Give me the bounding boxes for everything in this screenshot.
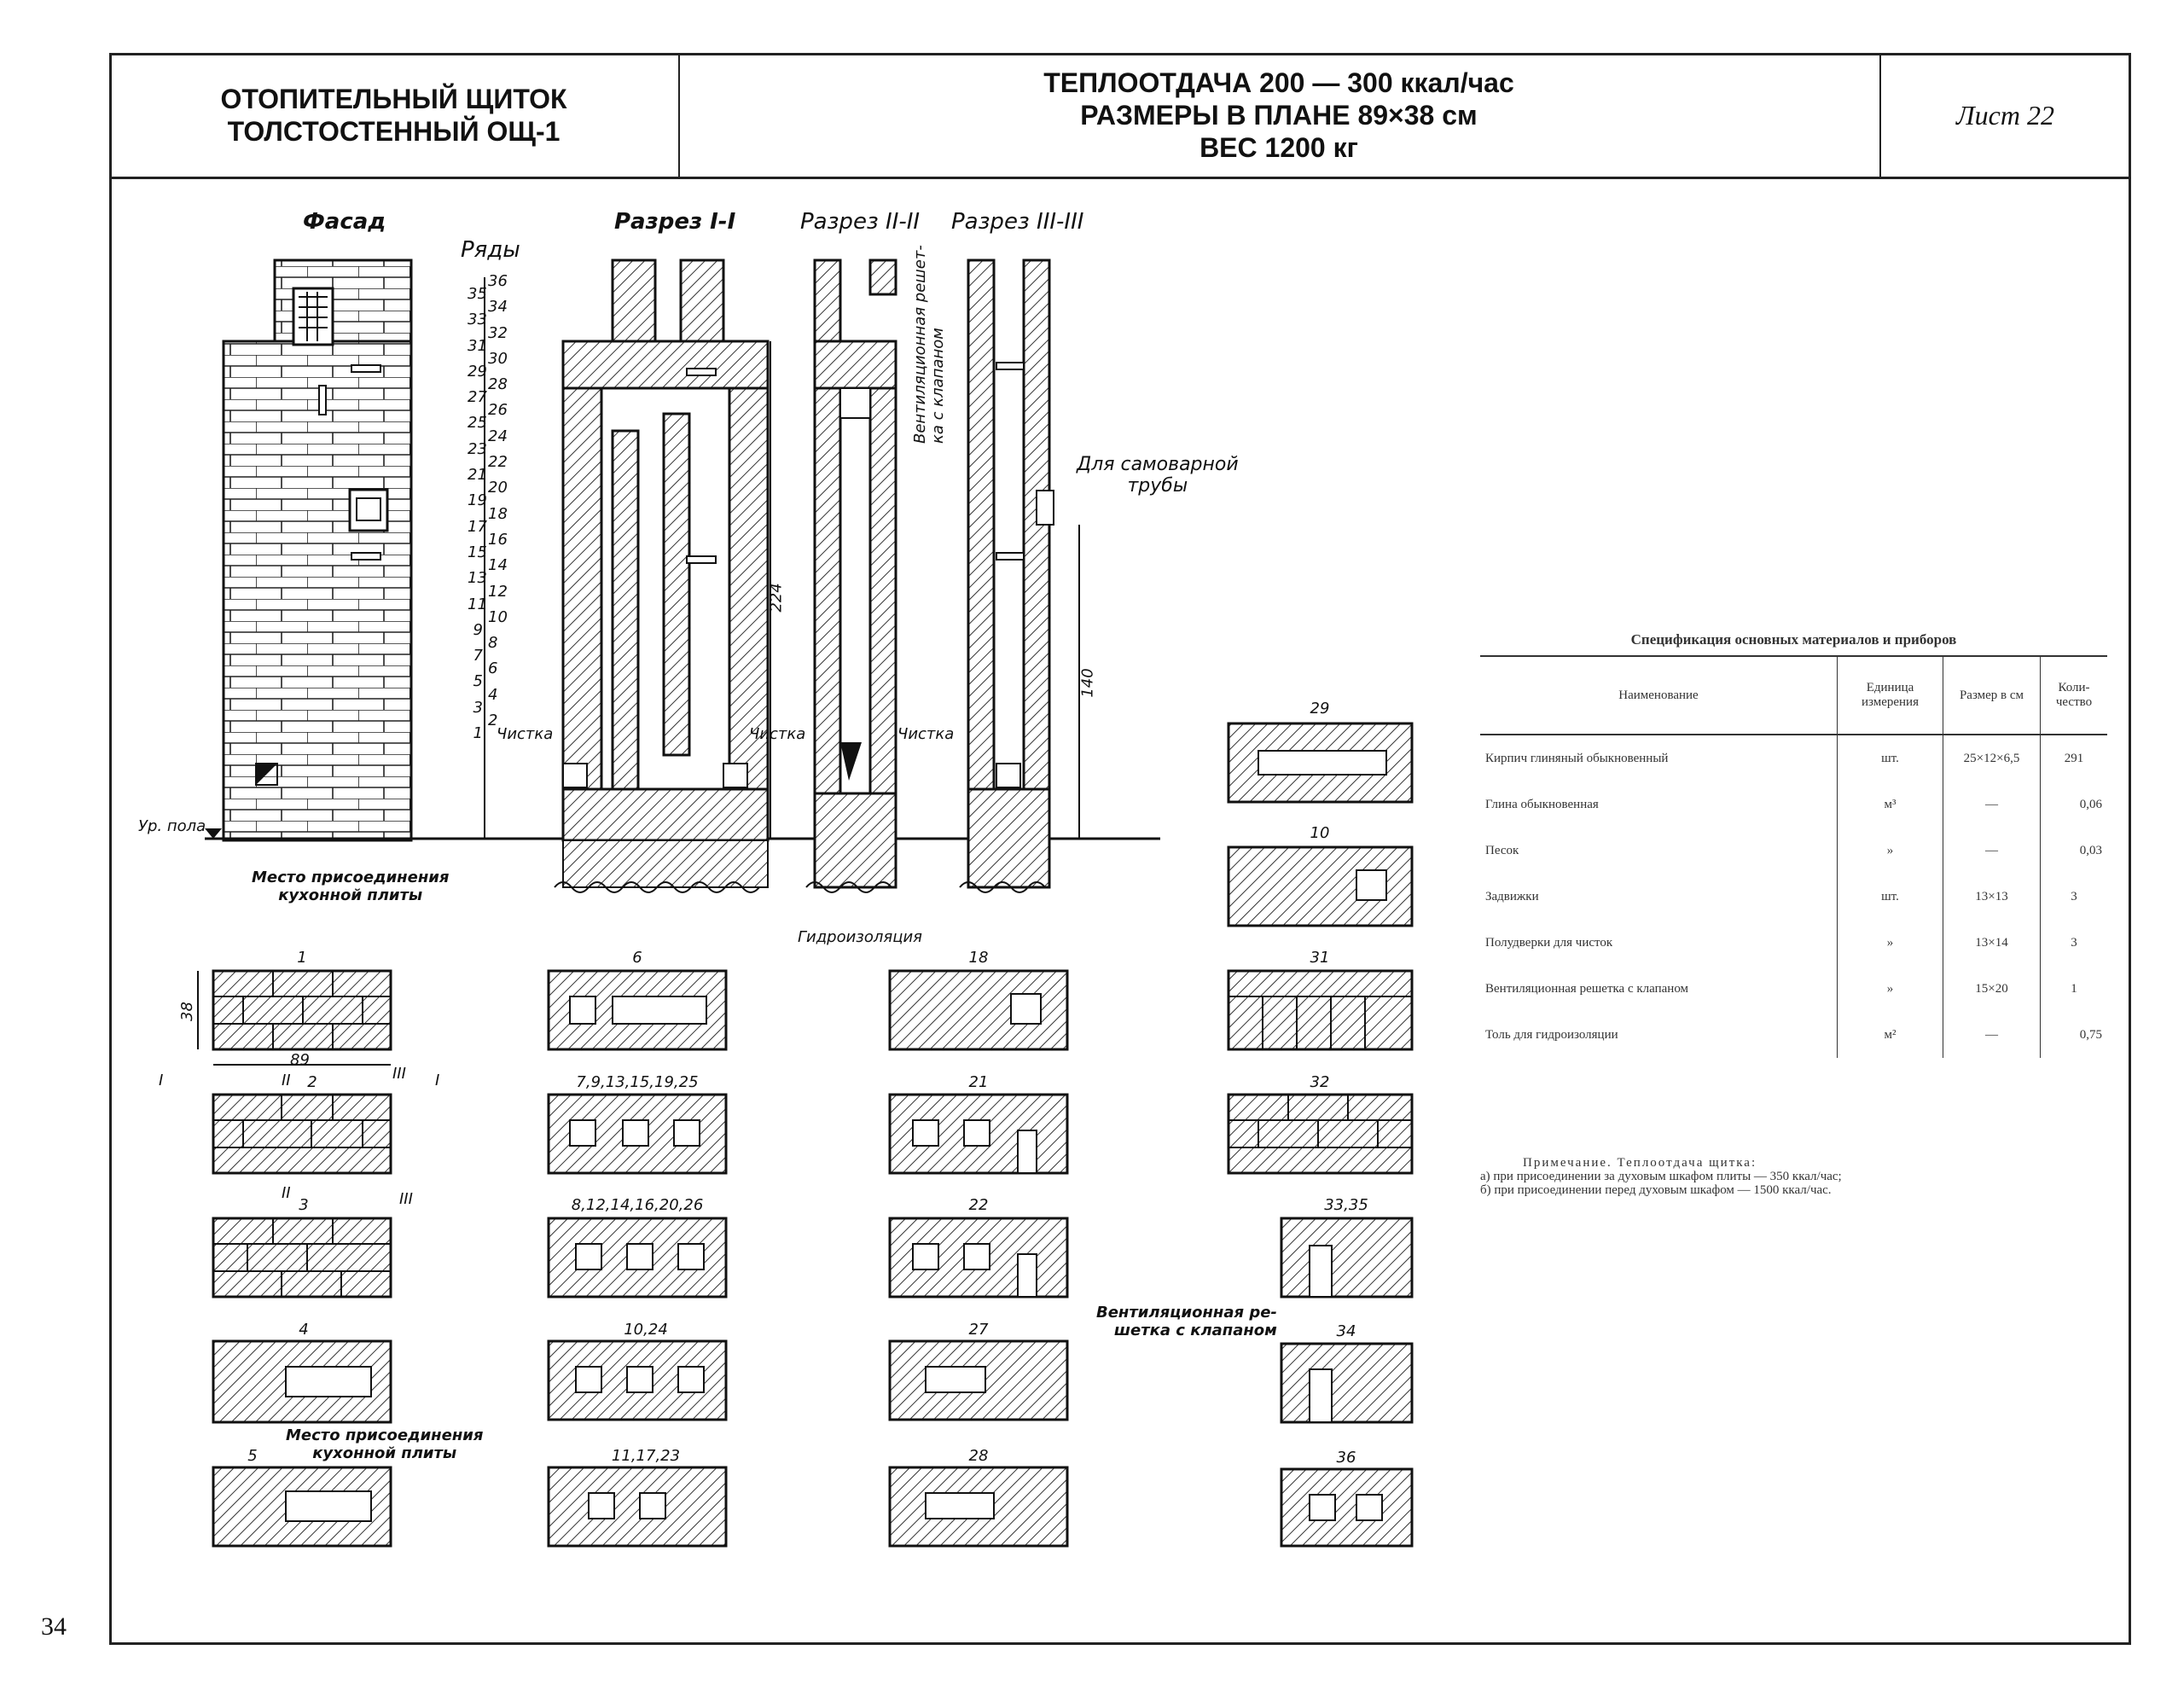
floor-level-label: Ур. пола	[138, 817, 206, 835]
vent-grille-plan-label: Вентиляционная ре- шетка с клапаном	[1096, 1304, 1277, 1339]
plan-label-1: 1	[297, 949, 307, 967]
plan-dimensions	[197, 971, 391, 1066]
section-1	[561, 259, 771, 888]
plan-label-33: 33,35	[1324, 1196, 1368, 1214]
connection-label: Место присоединения кухонной плиты	[252, 869, 450, 904]
section-mark-I-right: I	[435, 1072, 440, 1089]
title-line-1: ОТОПИТЕЛЬНЫЙ ЩИТОК	[220, 83, 567, 114]
samovar-label: Для самоварной трубы	[1077, 454, 1239, 497]
plan-label-8: 8,12,14,16,20,26	[571, 1196, 704, 1214]
col-size: Размер в см	[1943, 655, 2041, 735]
plan-label-28: 28	[968, 1447, 989, 1465]
spec-summary-cell: ТЕПЛООТДАЧА 200 — 300 ккал/час РАЗМЕРЫ В…	[678, 53, 1881, 177]
plan-label-2: 2	[307, 1073, 317, 1091]
page-number: 34	[41, 1612, 67, 1641]
plan-label-4: 4	[299, 1321, 309, 1339]
spec-title: Спецификация основных материалов и прибо…	[1630, 631, 1957, 648]
plan-label-11: 11,17,23	[611, 1447, 681, 1465]
spec-table: Наименование Единица измерения Размер в …	[1480, 655, 2107, 1058]
rows-label: Ряды	[461, 237, 520, 263]
title-cell: ОТОПИТЕЛЬНЫЙ ЩИТОК ТОЛСТОСТЕННЫЙ ОЩ-1	[109, 53, 680, 177]
section-mark-II-top: II	[282, 1072, 291, 1089]
plan-label-10: 10,24	[624, 1321, 668, 1339]
plan-size: РАЗМЕРЫ В ПЛАНЕ 89×38 см	[1080, 99, 1478, 131]
connection-plan-label: Место присоединения кухонной плиты	[286, 1426, 484, 1462]
plan-label-21: 21	[968, 1073, 989, 1091]
title-line-2: ТОЛСТОСТЕННЫЙ ОЩ-1	[227, 115, 561, 147]
vent-grille-label: Вентиляционная решет- ка с клапаном	[911, 245, 947, 444]
plans	[212, 722, 1414, 1548]
section-3	[967, 259, 1080, 889]
plan-label-32: 32	[1310, 1073, 1330, 1091]
plan-label-36: 36	[1336, 1449, 1356, 1467]
section-mark-III-top: III	[392, 1065, 406, 1083]
table-row: Песок»—0,03	[1480, 828, 2107, 874]
plan-label-27: 27	[968, 1321, 989, 1339]
title-block: ОТОПИТЕЛЬНЫЙ ЩИТОК ТОЛСТОСТЕННЫЙ ОЩ-1 ТЕ…	[109, 53, 2131, 179]
plan-label-31: 31	[1310, 949, 1330, 967]
section-1-label: Разрез I-I	[614, 209, 736, 235]
cleanout-label-2: Чистка	[749, 725, 806, 743]
dimension-140: 140	[1078, 668, 1097, 698]
facade-label: Фасад	[303, 209, 386, 235]
note-block: Примечание. Теплоотдача щитка: а) при пр…	[1480, 1156, 2111, 1197]
note-line-3: б) при присоединении перед духовым шкафо…	[1480, 1183, 1832, 1197]
col-name: Наименование	[1480, 655, 1838, 735]
cleanout-label-1: Чистка	[497, 725, 554, 743]
section-2	[813, 259, 897, 889]
plan-label-18: 18	[968, 949, 989, 967]
section-mark-III-bottom: III	[399, 1190, 413, 1208]
note-line-2: а) при присоединении за духовым шкафом п…	[1480, 1170, 1842, 1183]
section-mark-II-bottom: II	[282, 1184, 291, 1202]
dimension-224: 224	[767, 583, 786, 613]
spec-table-block: Спецификация основных материалов и прибо…	[1480, 631, 2107, 1058]
sheet-frame	[109, 53, 2131, 1645]
plan-label-6: 6	[632, 949, 642, 967]
foundation	[554, 881, 1046, 893]
dimension-38: 38	[177, 1002, 196, 1021]
cleanout-label-3: Чистка	[897, 725, 955, 743]
weight: ВЕС 1200 кг	[1199, 131, 1358, 163]
plan-label-34: 34	[1336, 1322, 1356, 1340]
plan-label-3: 3	[299, 1196, 309, 1214]
section-2-label: Разрез II-II	[800, 209, 921, 235]
section-3-label: Разрез III-III	[951, 209, 1084, 235]
col-qty: Коли-чество	[2040, 655, 2107, 735]
facade-view	[222, 259, 413, 842]
sheet-number: Лист 22	[1956, 99, 2054, 131]
dimension-89: 89	[290, 1051, 310, 1069]
col-unit: Единица измерения	[1837, 655, 1943, 735]
note-line-1: Примечание. Теплоотдача щитка:	[1523, 1156, 1757, 1170]
waterproofing-label: Гидроизоляция	[798, 928, 923, 946]
heat-output: ТЕПЛООТДАЧА 200 — 300 ккал/час	[1043, 67, 1514, 98]
plan-label-7: 7,9,13,15,19,25	[576, 1073, 699, 1091]
plan-label-29: 29	[1310, 700, 1330, 717]
plan-label-10b: 10	[1310, 824, 1330, 842]
section-mark-I-left: I	[159, 1072, 164, 1089]
plan-label-22: 22	[968, 1196, 989, 1214]
plan-label-5: 5	[247, 1447, 258, 1465]
